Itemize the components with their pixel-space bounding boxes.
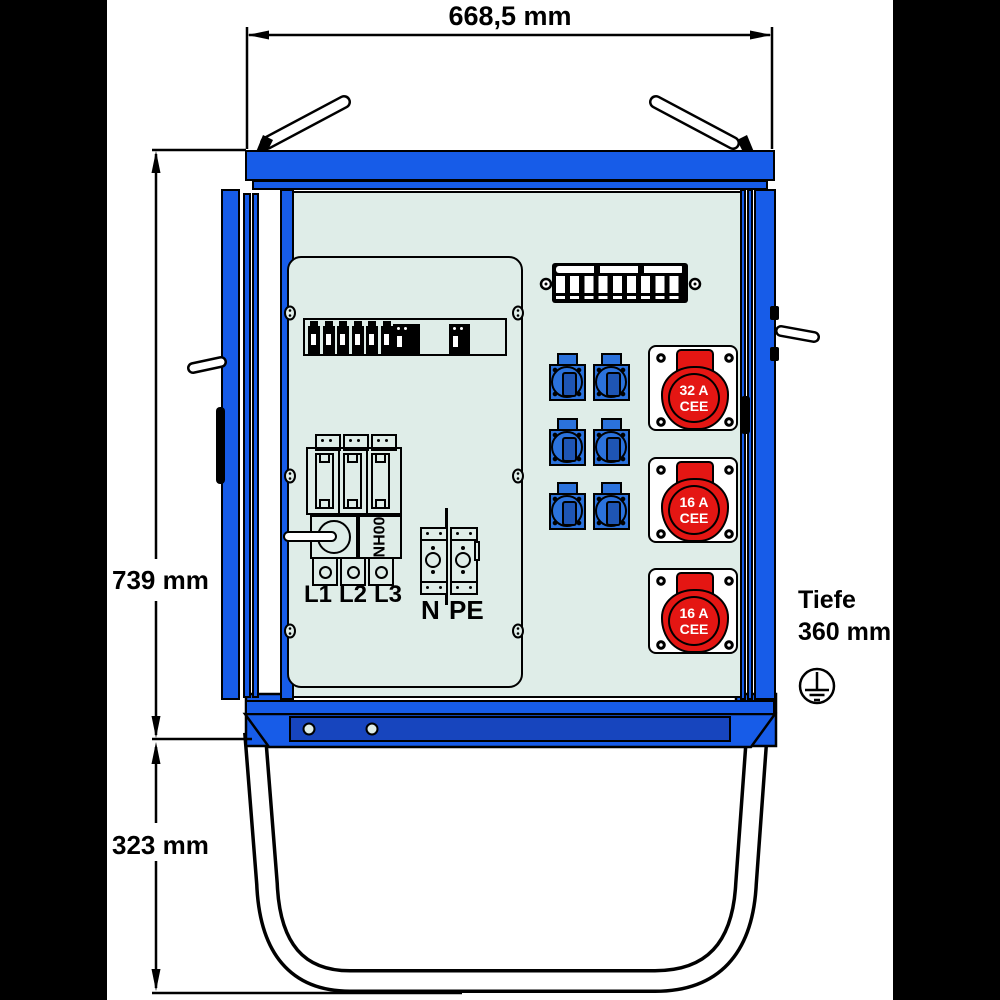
depth-label-line1: Tiefe (798, 586, 856, 614)
phase-l1: L1 (304, 581, 333, 608)
schuko-socket (549, 429, 586, 466)
letterbox-right (893, 0, 1000, 1000)
roof-lower-strip (252, 180, 768, 190)
circuit-breaker (351, 321, 364, 354)
fuse-box-divider (338, 447, 340, 515)
switch-top-terminal (343, 434, 369, 451)
terminal-strip (552, 263, 688, 303)
circuit-breaker (380, 321, 393, 354)
right-wall-outer (754, 189, 776, 700)
cee-type-label: CEE (679, 398, 709, 414)
right-wall-mid (747, 189, 753, 700)
rcd-device (449, 324, 470, 354)
nh-fuse (315, 453, 334, 509)
fuse-box-divider (366, 447, 368, 515)
schuko-socket (549, 493, 586, 530)
width-dimension-label: 668,5 mm (448, 1, 572, 31)
fuse-size-label: NH00 (371, 516, 388, 558)
earth-terminal (450, 527, 478, 595)
switch-bottom-terminal (340, 557, 366, 586)
nh-fuse (343, 453, 362, 509)
phase-l2: L2 (338, 581, 367, 608)
cee-amp-label: 32 A (679, 382, 709, 398)
depth-label-line2: 360 mm (798, 618, 892, 646)
circuit-breaker (308, 321, 320, 354)
cee-amp-label: 16 A (679, 605, 709, 621)
schuko-socket (549, 364, 586, 401)
tubular-stand (243, 731, 769, 993)
door-panel (221, 189, 240, 700)
neutral-terminal (420, 527, 448, 595)
right-wall-inner (740, 189, 746, 700)
schuko-socket (593, 493, 630, 530)
switch-top-terminal (371, 434, 397, 451)
door-strip-2 (243, 193, 251, 698)
schuko-socket (593, 364, 630, 401)
circuit-breaker (337, 321, 349, 354)
earth-label: PE (449, 595, 484, 625)
fuse-size-box: NH00 (358, 515, 402, 559)
stand-height-dimension-label: 323 mm (112, 830, 209, 860)
terminal-dashes (556, 296, 684, 299)
switch-bottom-terminal (368, 557, 394, 586)
terminal-group-covers (556, 266, 684, 273)
rcd-device (393, 324, 420, 354)
base-band (245, 700, 775, 715)
cee-type-label: CEE (679, 621, 709, 637)
circuit-breaker (322, 321, 335, 354)
height-dimension-label: 739 mm (112, 565, 209, 595)
terminal-slots (556, 276, 684, 293)
cee-amp-label: 16 A (679, 494, 709, 510)
cabinet-roof (245, 150, 775, 181)
phase-l3: L3 (373, 581, 402, 608)
schuko-socket (593, 429, 630, 466)
nh-fuse (371, 453, 390, 509)
cee-type-label: CEE (679, 510, 709, 526)
phase-labels: L1 L2 L3 (304, 581, 402, 609)
fuse-box (306, 447, 402, 515)
depth-label: Tiefe 360 mm (798, 584, 891, 648)
switch-bottom-terminal (312, 557, 338, 586)
circuit-breaker (366, 321, 378, 354)
letterbox-left (0, 0, 107, 1000)
neutral-label: N (421, 595, 440, 625)
earth-terminal-tab (474, 541, 480, 561)
switch-top-terminal (315, 434, 341, 451)
door-strip-3 (252, 193, 259, 698)
switch-lever (283, 531, 337, 542)
breaker-row (303, 318, 507, 356)
